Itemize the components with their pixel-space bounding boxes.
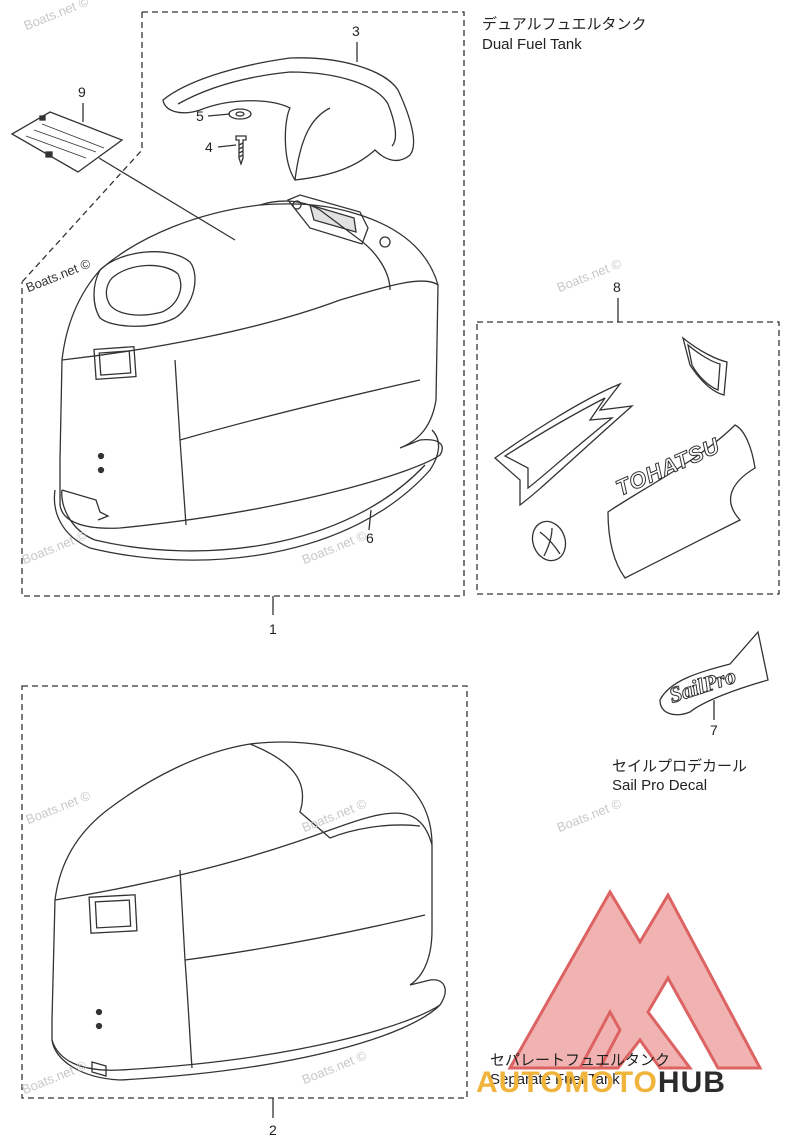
group-box-2: [21, 685, 468, 1099]
part-number-3: 3: [352, 23, 360, 39]
part-number-9: 9: [78, 84, 86, 100]
part-number-4: 4: [205, 139, 213, 155]
group-box-1: [21, 11, 465, 597]
sail-pro-decal-jp: セイルプロデカール: [612, 758, 748, 775]
brand-part-b: HUB: [657, 1066, 726, 1099]
decal-part-8-stripe: [493, 382, 634, 507]
decal-part-8-panel: [607, 424, 756, 579]
group-box-8: [476, 321, 780, 595]
washer-part-5: [228, 108, 252, 120]
decal-part-8-fin: [681, 336, 728, 396]
decal-part-8-emblem: [531, 520, 567, 562]
dual-fuel-tank-jp: デュアルフュエルタンク: [482, 16, 647, 33]
engine-cover-part-1: [59, 203, 443, 529]
top-panel-part-3: [162, 57, 415, 181]
decal-part-7-shape: [659, 630, 769, 716]
part-number-6: 6: [366, 530, 374, 546]
automotohub-logo: [507, 889, 763, 1070]
seal-part-6: [53, 429, 440, 561]
brand-part-a: AUTOMOTO: [476, 1066, 658, 1099]
part-number-1: 1: [269, 621, 277, 637]
label-part-9: [10, 111, 124, 173]
separate-fuel-tank-jp: セパレートフュエルタンク: [490, 1052, 671, 1069]
automotohub-brand: AUTOMOTOHUB: [476, 1066, 726, 1100]
part-number-7: 7: [710, 722, 718, 738]
screw-part-4: [235, 135, 247, 167]
part-number-2: 2: [269, 1122, 277, 1138]
separate-fuel-tank-en: Separate Fuel Tank: [490, 1071, 620, 1088]
part-number-5: 5: [196, 108, 204, 124]
dual-fuel-tank-en: Dual Fuel Tank: [482, 36, 582, 53]
sail-pro-decal-en: Sail Pro Decal: [612, 777, 708, 794]
engine-cover-part-2: [51, 741, 446, 1071]
part-number-8: 8: [613, 279, 621, 295]
leader-9-dash: [21, 12, 143, 283]
